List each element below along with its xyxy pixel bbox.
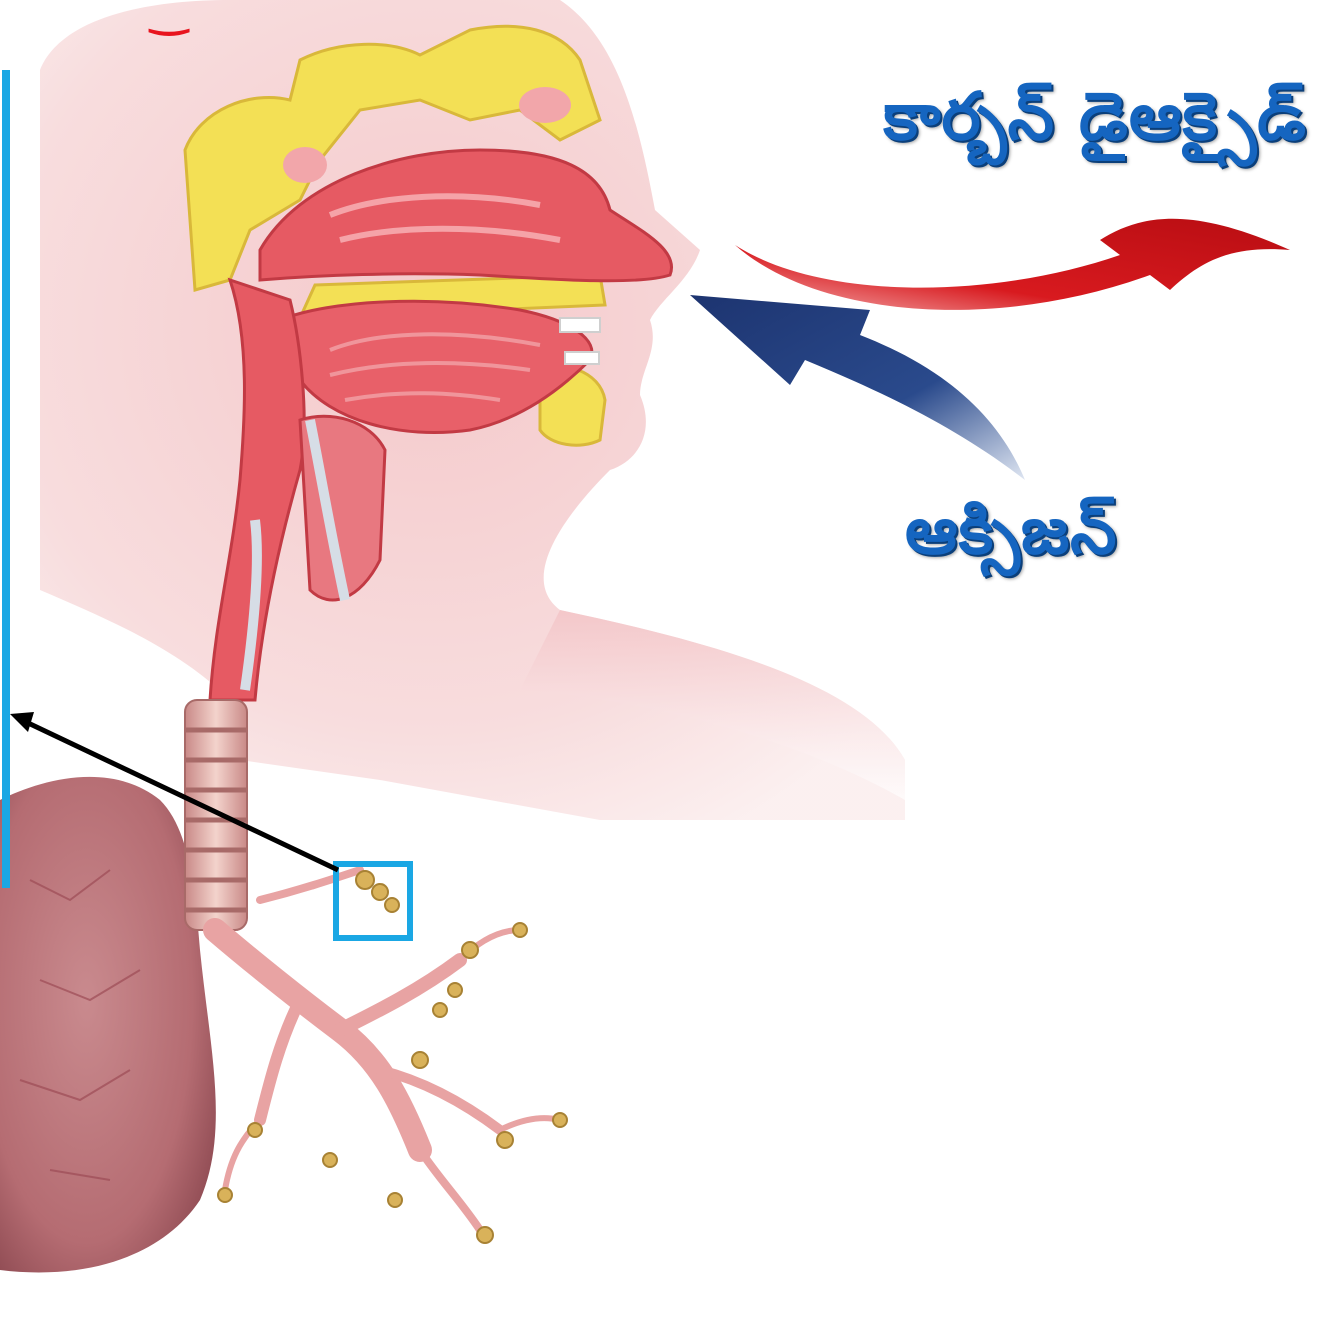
- bronchial-tree: [215, 870, 560, 1230]
- oxygen-label: ఆక్సిజన్: [905, 492, 1118, 585]
- lung: [0, 777, 216, 1273]
- trachea: [185, 700, 247, 930]
- alveoli-clusters: [218, 871, 567, 1243]
- curved-arrow-up-right-icon: [735, 219, 1290, 310]
- title-fragment-mark: ‿: [150, 0, 188, 32]
- carbon-dioxide-label: కార్బన్ డైఆక్సైడ్: [883, 78, 1307, 171]
- curved-arrow-up-left-icon: [690, 295, 1025, 480]
